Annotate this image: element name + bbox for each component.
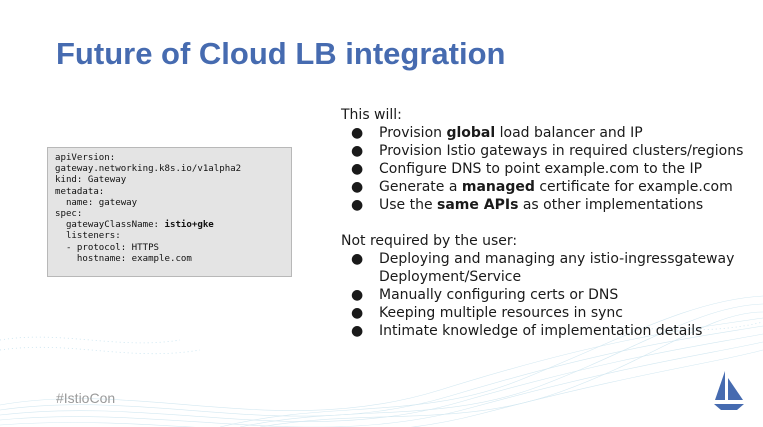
- bullet-icon: ●: [351, 143, 364, 160]
- bullet-item: ● Use the same APIs as other implementati…: [341, 196, 756, 214]
- code-text: kind: Gateway: [55, 175, 127, 186]
- istio-sail-icon: [714, 371, 744, 410]
- not-required-list: ● Deploying and managing any istio-ingres…: [341, 250, 756, 340]
- bullet-icon: ●: [351, 125, 364, 142]
- bullet-item: ● Deploying and managing any istio-ingres…: [341, 250, 756, 286]
- bullet-text: Provision Istio gateways in required clu…: [379, 143, 744, 160]
- bullet-emphasis: global: [446, 125, 496, 142]
- bullet-icon: ●: [351, 161, 364, 178]
- bullet-text: load balancer and IP: [495, 125, 643, 142]
- bullet-icon: ●: [351, 323, 364, 340]
- slide-body: This will: ● Provision global load balanc…: [341, 106, 756, 340]
- bullet-icon: ●: [351, 197, 364, 214]
- code-line: - protocol: HTTPS: [55, 243, 284, 254]
- code-text: gatewayClassName:: [55, 220, 165, 231]
- code-text: gateway.networking.k8s.io/v1alpha2: [55, 164, 242, 175]
- code-text: hostname: example.com: [55, 253, 192, 264]
- code-line: apiVersion:: [55, 153, 284, 164]
- bullet-text: Provision: [379, 125, 447, 142]
- footer-hashtag: #IstioCon: [56, 390, 116, 406]
- bullet-text: as other implementations: [518, 197, 704, 214]
- bullet-text: Manually configuring certs or DNS: [379, 286, 619, 303]
- bullet-item: ● Generate a managed certificate for exam…: [341, 178, 756, 196]
- will-list: ● Provision global load balancer and IP ● P…: [341, 124, 756, 214]
- bullet-emphasis: same APIs: [437, 197, 519, 214]
- bullet-icon: ●: [351, 250, 364, 267]
- code-line: hostname: example.com: [55, 254, 284, 265]
- bullet-text: Intimate knowledge of implementation det…: [379, 323, 703, 340]
- bullet-text: Deploying and managing any istio-ingress…: [379, 250, 735, 285]
- bullet-text: Generate a: [379, 179, 462, 196]
- bullet-text: Keeping multiple resources in sync: [379, 304, 623, 321]
- code-line: listeners:: [55, 231, 284, 242]
- bullet-emphasis: managed: [461, 179, 535, 196]
- not-required-intro: Not required by the user:: [341, 232, 518, 249]
- code-line: name: gateway: [55, 198, 284, 209]
- bullet-icon: ●: [351, 304, 364, 321]
- bullet-text: Use the: [379, 197, 438, 214]
- code-text: spec:: [55, 209, 83, 220]
- slide-title: Future of Cloud LB integration: [56, 36, 506, 71]
- code-text: - protocol: HTTPS: [55, 242, 160, 253]
- bullet-icon: ●: [351, 179, 364, 196]
- code-line: kind: Gateway: [55, 175, 284, 186]
- will-intro: This will:: [341, 107, 402, 123]
- code-text: listeners:: [55, 231, 121, 242]
- bullet-icon: ●: [351, 286, 364, 303]
- bullet-item: ● Manually configuring certs or DNS: [341, 286, 756, 304]
- code-highlight: istio+gke: [164, 220, 214, 231]
- code-block: apiVersion:gateway.networking.k8s.io/v1a…: [47, 147, 292, 277]
- code-line: gateway.networking.k8s.io/v1alpha2: [55, 164, 284, 175]
- bullet-item: ● Configure DNS to point example.com to t…: [341, 160, 756, 178]
- code-text: name: gateway: [55, 197, 138, 208]
- bullet-text: Configure DNS to point example.com to th…: [379, 161, 703, 178]
- bullet-text: certificate for example.com: [534, 179, 733, 196]
- bullet-item: ● Provision global load balancer and IP: [341, 124, 756, 142]
- code-text: apiVersion:: [55, 153, 116, 163]
- bullet-item: ● Keeping multiple resources in sync: [341, 304, 756, 322]
- bullet-item: ● Provision Istio gateways in required cl…: [341, 142, 756, 160]
- bullet-item: ● Intimate knowledge of implementation de…: [341, 322, 756, 340]
- code-line: gatewayClassName: istio+gke: [55, 220, 284, 231]
- code-text: metadata:: [55, 186, 105, 197]
- code-line: metadata:: [55, 187, 284, 198]
- code-line: spec:: [55, 209, 284, 220]
